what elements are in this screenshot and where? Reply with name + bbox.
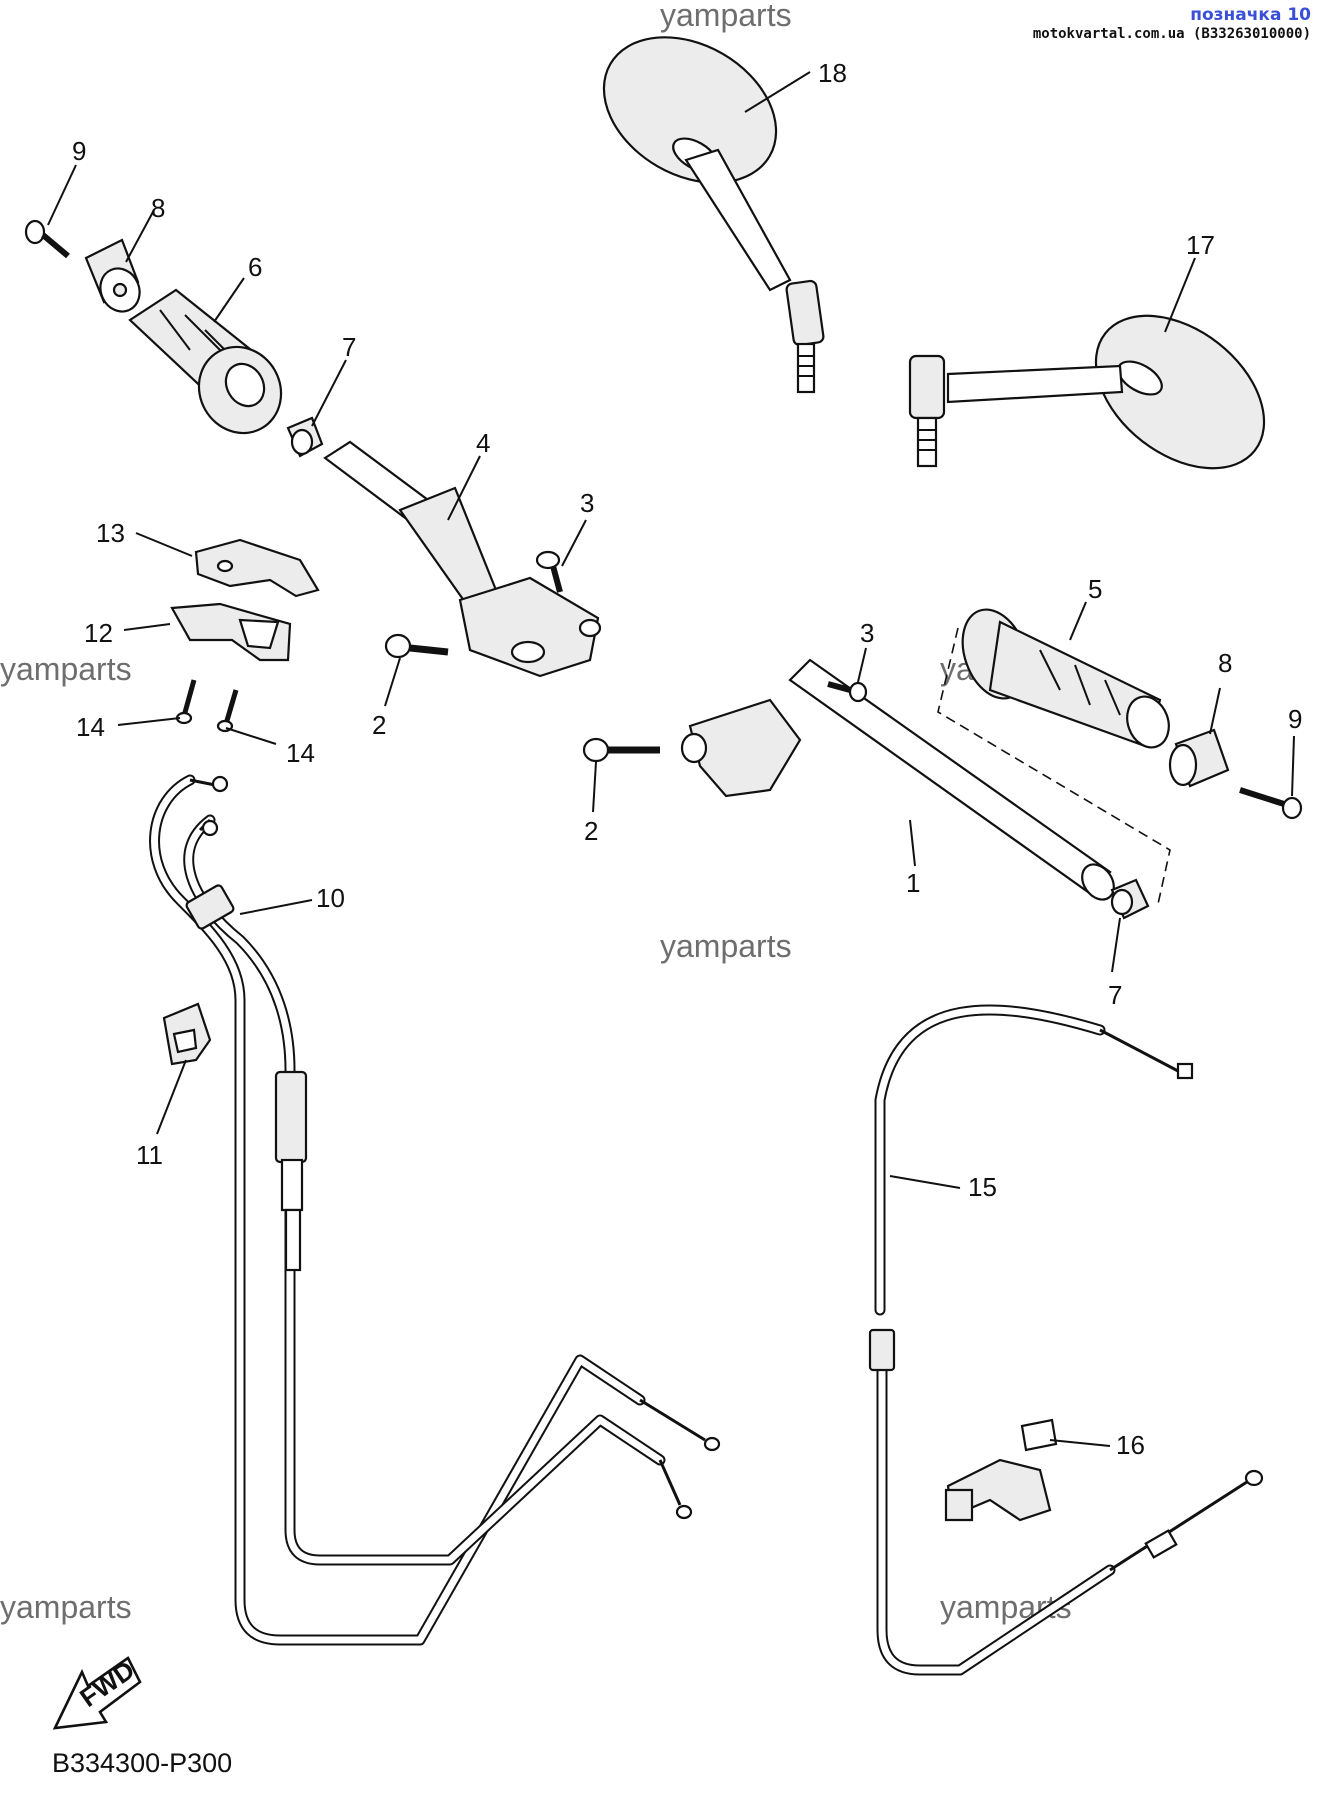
diagram-code: B334300-P300 [52,1748,233,1778]
leader-lines [47,71,1295,1447]
part-13-upper-holder [194,538,320,598]
source-stamp: позначка 10 motokvartal.com.ua (B3326301… [1032,5,1311,42]
part-10-throttle-cables [149,774,721,1646]
callout-4: 4 [476,428,490,458]
callout-18: 18 [818,58,847,88]
watermark: yamparts [0,1589,132,1625]
callout-7: 7 [342,332,356,362]
callout-9: 9 [1288,704,1302,734]
part-15-clutch-cable [868,1004,1264,1676]
callout-7: 7 [1108,980,1122,1010]
callout-3: 3 [860,618,874,648]
callout-labels: 18 17 9 8 6 7 4 3 13 12 14 14 2 2 3 5 8 … [72,58,1302,1460]
part-11-cable-clamp [162,1002,212,1066]
watermark: yamparts [0,651,132,687]
part-18-mirror [602,36,825,394]
part-17-mirror [908,314,1266,470]
callout-13: 13 [96,518,125,548]
part-1-right-handlebar [680,658,1115,901]
callout-11: 11 [136,1140,163,1170]
callout-6: 6 [248,252,262,282]
callout-8: 8 [1218,648,1232,678]
part-4-left-handlebar [323,440,602,678]
callout-8: 8 [151,193,165,223]
fwd-arrow-icon: FWD [52,1654,142,1730]
part-8-end-weight-left [84,238,141,313]
part-9-screw-right [1239,787,1303,820]
callout-17: 17 [1186,230,1215,260]
callout-10: 10 [316,883,345,913]
callout-14: 14 [76,712,105,742]
part-16-clutch-cable-clamp [944,1418,1058,1522]
callout-2: 2 [584,816,598,846]
callout-12: 12 [84,618,113,648]
part-14-screw-b [216,689,239,733]
callout-16: 16 [1116,1430,1145,1460]
callout-2: 2 [372,710,386,740]
callout-3: 3 [580,488,594,518]
part-7-weight-insert-left [286,416,324,458]
stamp-title: позначка 10 [1190,5,1311,25]
part-6-throttle-grip [128,288,283,435]
part-3-bolt-right [827,681,868,703]
part-14-screw-a [175,679,197,725]
callout-9: 9 [72,136,86,166]
part-9-screw-left [24,219,70,259]
watermark: yamparts [660,928,792,964]
callout-1: 1 [906,868,920,898]
part-8-end-weight-right [1168,728,1230,788]
part-7-weight-insert-right [1110,878,1150,920]
part-3-bolt-left [535,550,563,593]
stamp-source: motokvartal.com.ua (B33263010000) [1032,25,1311,42]
watermark: yamparts [660,0,792,33]
part-12-lower-holder [170,602,292,662]
callout-15: 15 [968,1172,997,1202]
callout-5: 5 [1088,574,1102,604]
part-2-bolt-right [582,737,660,763]
part-5-grip-right [961,608,1170,749]
callout-14: 14 [286,738,315,768]
part-2-bolt-left [384,633,449,659]
